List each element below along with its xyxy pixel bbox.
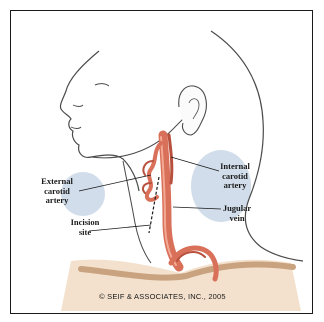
label-jugular-vein: Jugular vein [215,204,259,223]
ear-icon [179,86,207,135]
label-internal-carotid-artery: Internal carotid artery [211,162,259,191]
external-carotid-branch [147,143,161,200]
nostril-detail [73,105,83,107]
diagram-frame: External carotid artery Incision site In… [10,10,313,314]
label-incision-site: Incision site [65,218,105,237]
label-external-carotid-artery: External carotid artery [35,177,79,206]
copyright-credit: © SEIF & ASSOCIATES, INC., 2005 [11,292,313,301]
back-of-head-outline [211,31,303,261]
neck-anatomy-illustration [11,11,313,314]
jaw-outline [91,111,191,158]
eye-detail [95,84,109,86]
lip-detail [71,127,81,129]
face-outline [60,51,139,191]
